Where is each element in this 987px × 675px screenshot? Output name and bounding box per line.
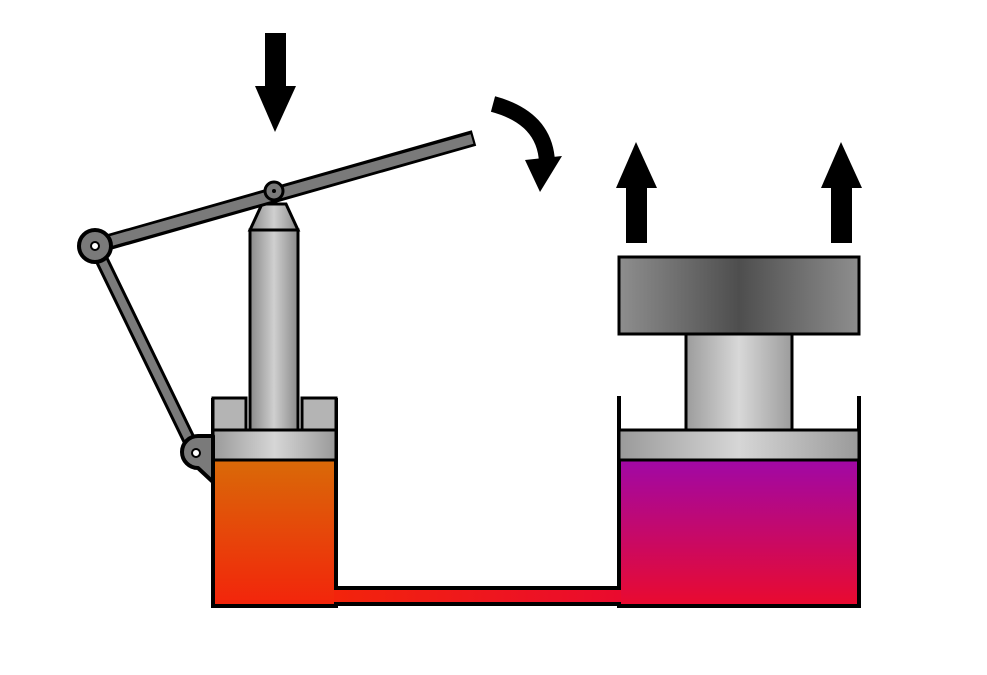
up-arrow-icon bbox=[616, 142, 657, 243]
small-piston-collar-right bbox=[300, 396, 338, 432]
press-ram-block bbox=[617, 255, 861, 336]
curved-arrow-icon bbox=[490, 96, 562, 192]
link-arm bbox=[91, 242, 199, 456]
small-piston-collar-left bbox=[211, 396, 248, 432]
small-cylinder-fluid bbox=[213, 460, 336, 606]
up-arrow-icon bbox=[821, 142, 862, 243]
small-piston-plate bbox=[211, 428, 338, 462]
lever-contact-dot bbox=[272, 189, 276, 193]
down-arrow-icon bbox=[255, 33, 296, 132]
base-pivot-bracket bbox=[180, 434, 215, 484]
cylinders-outline bbox=[211, 396, 861, 608]
connecting-pipe-fluid bbox=[334, 588, 621, 605]
base-pivot-pin bbox=[191, 448, 201, 458]
lever-pivot-pin bbox=[90, 241, 100, 251]
small-piston-rod-tip bbox=[247, 202, 301, 232]
small-piston-rod bbox=[248, 228, 300, 432]
large-cylinder-fluid bbox=[619, 460, 859, 606]
large-piston-plate bbox=[617, 428, 861, 462]
lever-bar bbox=[95, 134, 474, 250]
large-piston-rod bbox=[684, 332, 794, 432]
